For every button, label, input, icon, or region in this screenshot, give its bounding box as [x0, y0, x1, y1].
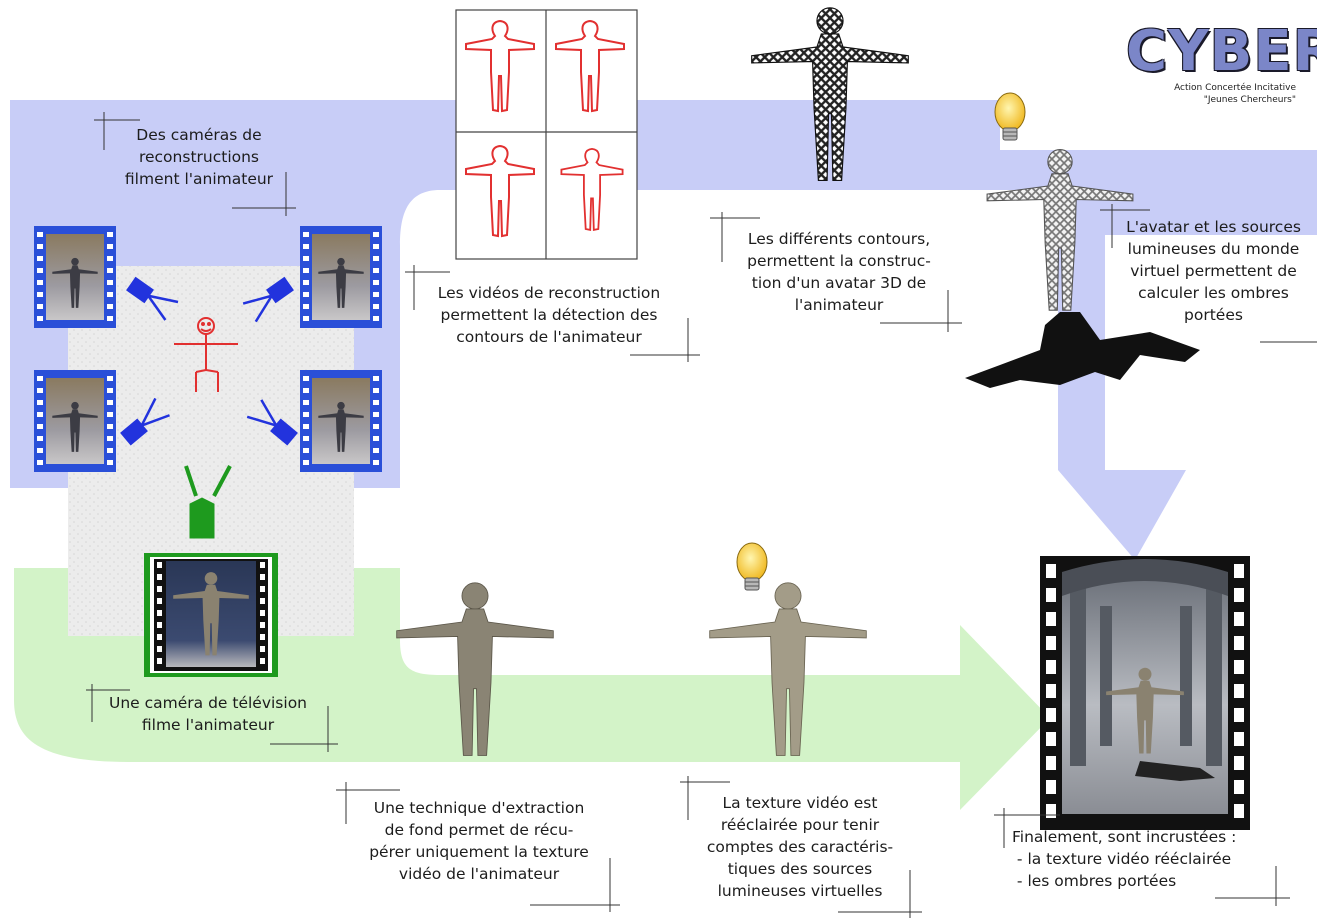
caption-relighting: La texture vidéo est rééclairée pour ten… [706, 794, 894, 900]
stick-figure-icon [174, 317, 238, 392]
caption-final-composite: Finalement, sont incrustées : - la textu… [1012, 828, 1237, 890]
caption-background-extraction: Une technique d'extraction de fond perme… [369, 799, 589, 883]
caption-reconstruction-cameras: Des caméras de reconstructions filment l… [124, 126, 274, 188]
caption-tv-camera: Une caméra de télévision filme l'animate… [108, 694, 307, 734]
logo-subtitle: Action Concertée Incitative "Jeunes Cher… [1110, 82, 1296, 106]
light-bulb-icon [994, 92, 1026, 141]
caption-contours: Les différents contours, permettent la c… [747, 230, 931, 314]
caption-avatar-shadows: L'avatar et les sources lumineuses du mo… [1126, 218, 1301, 324]
tv-film-frame [144, 553, 278, 677]
film-frame-icon [1040, 556, 1250, 830]
light-bulb-icon [736, 542, 768, 591]
logo-subtitle-line1: Action Concertée Incitative [1174, 83, 1296, 93]
reconstruction-frames [34, 226, 382, 472]
cyber-logo: CYBER [1126, 19, 1317, 84]
cast-shadow [965, 312, 1200, 388]
reconstruction-camera-icon [120, 276, 298, 446]
contours-grid [455, 9, 638, 260]
logo-subtitle-line2: "Jeunes Chercheurs" [1203, 95, 1296, 105]
caption-reconstruction-videos: Les vidéos de reconstruction permettent … [437, 284, 661, 346]
bracket-marks [86, 112, 1317, 918]
tv-camera-icon [184, 465, 232, 539]
